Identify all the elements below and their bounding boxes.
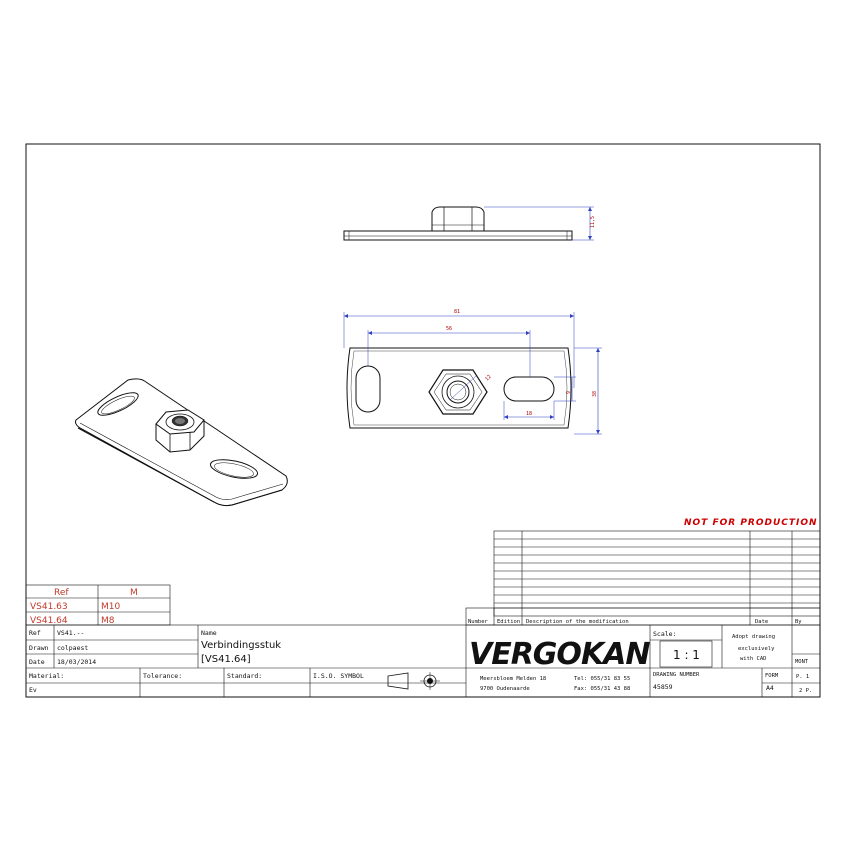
- ref-table-header-m: M: [130, 588, 138, 598]
- tolerance-label: Tolerance:: [143, 672, 182, 680]
- adopt-note-line-2: exclusively: [738, 646, 775, 652]
- ref-table-cell: M10: [101, 602, 120, 612]
- ref-table-cell: VS41.64: [30, 616, 68, 626]
- isometric-view: [75, 378, 288, 507]
- side-view: [343, 206, 594, 241]
- date-value: 18/03/2014: [57, 658, 96, 666]
- page-label: P. 1: [796, 674, 809, 680]
- dim-slot-width: 9: [566, 391, 572, 394]
- rev-number-label: Number: [468, 619, 489, 625]
- rev-by-label: By: [795, 619, 802, 625]
- pages-label: 2 P.: [799, 688, 812, 694]
- company-logo: VERGOKAN: [469, 637, 650, 672]
- dim-slot-length: 18: [526, 411, 532, 417]
- mont-label: MONT: [795, 659, 809, 665]
- dim-overall-length: 81: [454, 309, 460, 315]
- form-value: A4: [766, 684, 774, 692]
- material-value: Ev: [29, 686, 37, 694]
- iso-symbol-label: I.S.O. SYMBOL: [313, 672, 364, 680]
- fax: Fax: 055/31 43 88: [574, 686, 630, 692]
- drawing-number-value: 45859: [653, 683, 673, 691]
- date-label: Date: [29, 658, 45, 666]
- drawn-value: colpaest: [57, 644, 88, 652]
- scale-value: 1 : 1: [673, 648, 700, 662]
- iso-projection-symbol-icon: [387, 672, 440, 690]
- scale-label: Scale:: [653, 630, 676, 638]
- ref-table-cell: M8: [101, 616, 115, 626]
- form-label: FORM: [765, 673, 779, 679]
- rev-date-label: Date: [755, 619, 768, 625]
- ref-label: Ref: [29, 629, 41, 637]
- name-label: Name: [201, 629, 217, 637]
- part-code: [VS41.64]: [201, 654, 251, 665]
- rev-description-label: Description of the modification: [526, 619, 629, 625]
- standard-label: Standard:: [227, 672, 262, 680]
- address-line-2: 9700 Oudenaarde: [480, 686, 530, 692]
- address-line-1: Meersbloem Melden 18: [480, 676, 546, 682]
- ref-table-header-ref: Ref: [54, 588, 69, 598]
- drawn-label: Drawn: [29, 644, 49, 652]
- drawing-number-label: DRAWING NUMBER: [653, 672, 700, 678]
- title-block-grid: [25, 624, 821, 698]
- plan-view: [343, 312, 602, 435]
- adopt-note-line-3: with CAD: [740, 656, 767, 662]
- material-label: Material:: [29, 672, 64, 680]
- dim-nut: 12: [484, 374, 493, 383]
- part-name: Verbindingsstuk: [201, 640, 281, 651]
- rev-edition-label: Edition: [497, 619, 520, 625]
- dim-width: 38: [592, 391, 598, 397]
- dim-height: 11,5: [590, 216, 596, 228]
- adopt-note-line-1: Adopt drawing: [732, 634, 775, 640]
- revision-table: [465, 530, 821, 626]
- ref-value: VS41.--: [57, 629, 84, 637]
- ref-table-cell: VS41.63: [30, 602, 68, 612]
- not-for-production-stamp: NOT FOR PRODUCTION: [684, 518, 818, 528]
- dim-slot-spacing: 56: [446, 326, 452, 332]
- tel: Tel: 055/31 83 55: [574, 676, 630, 682]
